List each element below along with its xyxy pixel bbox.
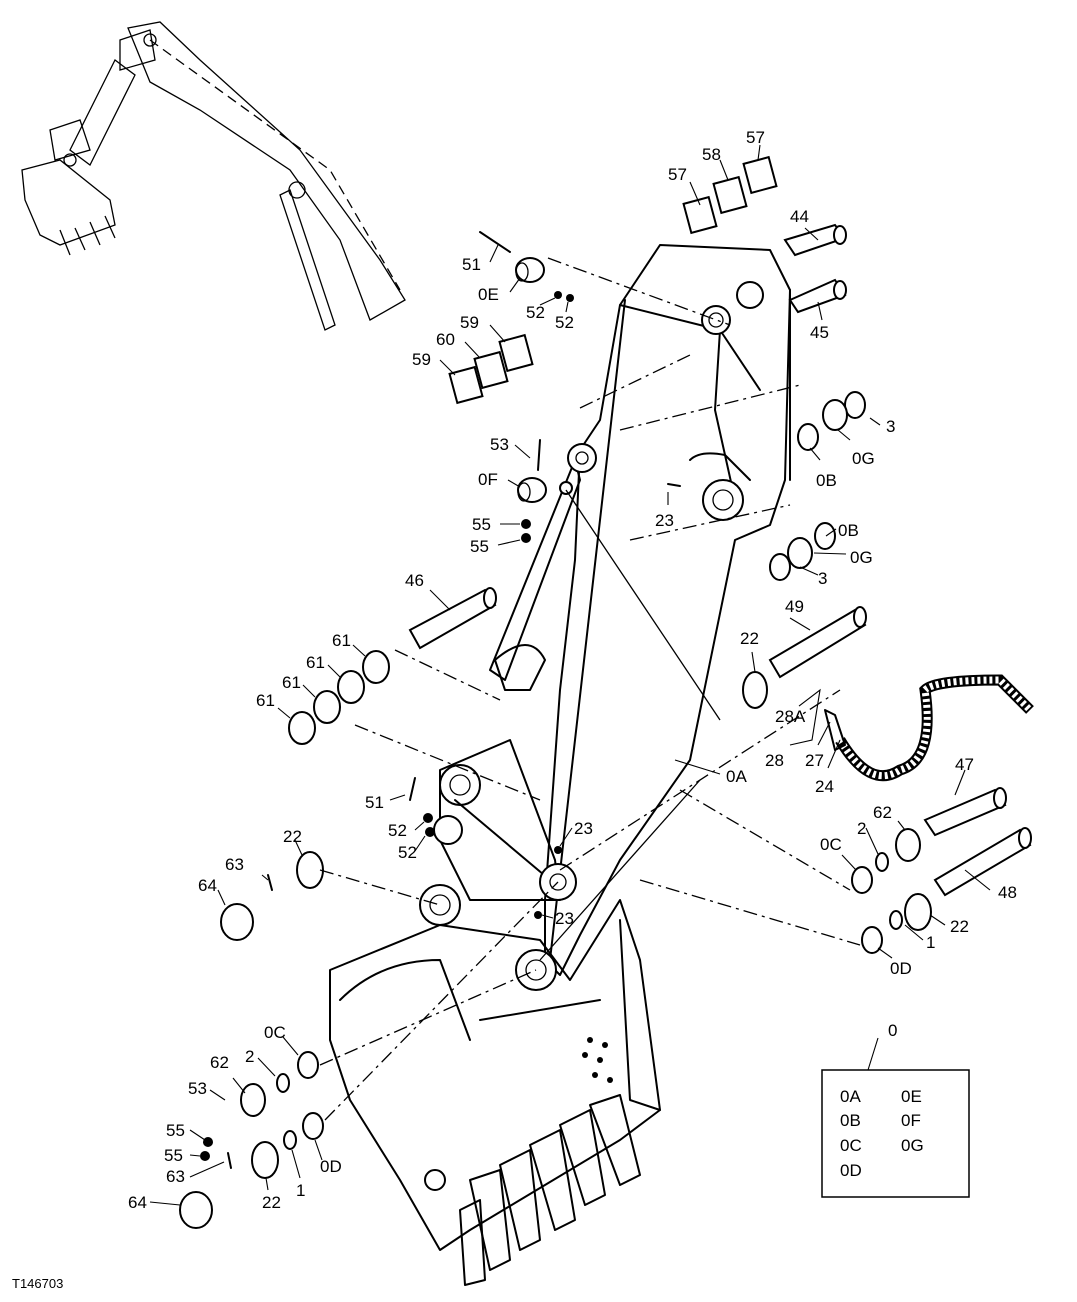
callout-53: 53	[490, 435, 509, 454]
callout-0C: 0C	[820, 835, 842, 854]
callout-63: 63	[225, 855, 244, 874]
callout-55: 55	[472, 515, 491, 534]
callout-3: 3	[818, 569, 827, 588]
callout-55: 55	[164, 1146, 183, 1165]
callout-55: 55	[470, 537, 489, 556]
callout-57: 57	[668, 165, 687, 184]
callout-57: 57	[746, 128, 765, 147]
callout-0C: 0C	[264, 1023, 286, 1042]
legend-item: 0G	[901, 1136, 924, 1155]
callout-53: 53	[188, 1079, 207, 1098]
figure-id: T146703	[12, 1276, 63, 1291]
callout-52: 52	[555, 313, 574, 332]
callout-0A: 0A	[726, 767, 747, 786]
legend-item: 0F	[901, 1111, 921, 1130]
callout-59: 59	[460, 313, 479, 332]
callout-labels: 57 58 57 44 45 51 0E 52 52 59 60 59 3 0B…	[128, 128, 1017, 1212]
callout-64: 64	[128, 1193, 147, 1212]
legend-border	[821, 1069, 970, 1198]
callout-52: 52	[388, 821, 407, 840]
callout-59: 59	[412, 350, 431, 369]
callout-51: 51	[462, 255, 481, 274]
callout-24: 24	[815, 777, 834, 796]
bucket-illustration	[329, 899, 661, 1286]
callout-0D: 0D	[320, 1157, 342, 1176]
callout-1: 1	[296, 1181, 305, 1200]
excavator-overview-illustration	[21, 21, 406, 331]
callout-46: 46	[405, 571, 424, 590]
callout-0B: 0B	[816, 471, 837, 490]
callout-61: 61	[282, 673, 301, 692]
callout-27: 27	[805, 751, 824, 770]
callout-63: 63	[166, 1167, 185, 1186]
legend-item: 0A	[840, 1087, 861, 1106]
callout-62: 62	[210, 1053, 229, 1072]
callout-64: 64	[198, 876, 217, 895]
callout-22: 22	[950, 917, 969, 936]
callout-2: 2	[245, 1047, 254, 1066]
legend-item: 0B	[840, 1111, 861, 1130]
callout-0G: 0G	[850, 548, 873, 567]
legend-item: 0E	[901, 1087, 922, 1106]
callout-61: 61	[256, 691, 275, 710]
callout-3: 3	[886, 417, 895, 436]
callout-0F: 0F	[478, 470, 498, 489]
callout-47: 47	[955, 755, 974, 774]
callout-0E: 0E	[478, 285, 499, 304]
arm-assembly	[419, 244, 791, 991]
callout-22: 22	[262, 1193, 281, 1212]
callout-61: 61	[306, 653, 325, 672]
callout-45: 45	[810, 323, 829, 342]
legend-item: 0D	[840, 1161, 862, 1180]
callout-0D: 0D	[890, 959, 912, 978]
callout-23: 23	[555, 909, 574, 928]
pins-and-seals	[179, 155, 1032, 1229]
callout-0B: 0B	[838, 521, 859, 540]
callout-22: 22	[740, 629, 759, 648]
assembly-centerlines	[319, 257, 861, 1121]
callout-23: 23	[655, 511, 674, 530]
callout-49: 49	[785, 597, 804, 616]
callout-48: 48	[998, 883, 1017, 902]
callout-60: 60	[436, 330, 455, 349]
hydraulic-hose	[824, 674, 1034, 782]
callout-62: 62	[873, 803, 892, 822]
callout-23: 23	[574, 819, 593, 838]
kit-legend-box: 0A 0B 0C 0D 0E 0F 0G	[821, 1069, 970, 1198]
callout-52: 52	[526, 303, 545, 322]
callout-44: 44	[790, 207, 809, 226]
callout-52: 52	[398, 843, 417, 862]
callout-58: 58	[702, 145, 721, 164]
legend-item: 0C	[840, 1136, 862, 1155]
callout-22: 22	[283, 827, 302, 846]
callout-28A: 28A	[775, 707, 806, 726]
callout-61: 61	[332, 631, 351, 650]
callout-2: 2	[857, 819, 866, 838]
callout-51: 51	[365, 793, 384, 812]
callout-1: 1	[926, 933, 935, 952]
callout-28: 28	[765, 751, 784, 770]
callout-55: 55	[166, 1121, 185, 1140]
callout-0: 0	[888, 1021, 897, 1040]
callout-0G: 0G	[852, 449, 875, 468]
leader-lines	[149, 144, 991, 1206]
